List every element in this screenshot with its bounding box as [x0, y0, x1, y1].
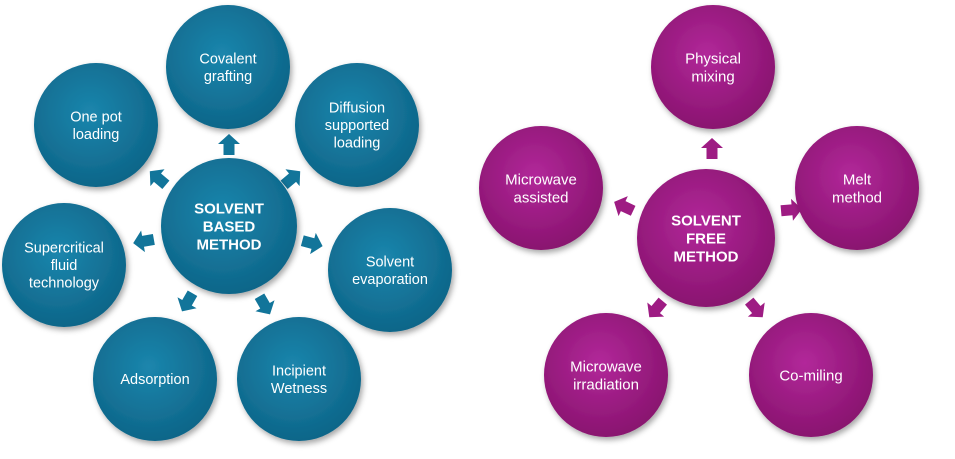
arrow-icon: [745, 297, 765, 318]
arrow-icon: [647, 297, 667, 318]
arrow-icon: [218, 134, 240, 155]
node-label-diffusion-supported-loading-line: loading: [334, 135, 381, 151]
node-label-incipient-wetness-line: Incipient: [272, 363, 326, 379]
arrow-icon: [149, 169, 170, 189]
node-label-melt-method-line: method: [832, 189, 882, 206]
node-label-solvent-evaporation-line: Solvent: [366, 254, 414, 270]
node-label-microwave-irradiation-line: Microwave: [570, 358, 642, 375]
center-circle: [161, 158, 297, 294]
node-circle-melt-method: [795, 126, 919, 250]
node-label-supercritical-fluid-technology-line: technology: [29, 275, 100, 291]
center-label-line: BASED: [203, 218, 256, 235]
node-label-diffusion-supported-loading-line: Diffusion: [329, 101, 385, 117]
node-label-physical-mixing-line: mixing: [691, 68, 734, 85]
node-label-solvent-evaporation: Solvent evaporation: [352, 254, 428, 287]
center-label-line: METHOD: [197, 236, 262, 253]
node-label-covalent-grafting-line: Covalent: [199, 51, 256, 67]
center-label-line: SOLVENT: [194, 200, 264, 217]
arrow-icon: [133, 230, 155, 253]
node-label-one-pot-loading-line: loading: [73, 127, 120, 143]
arrow-icon: [614, 196, 636, 217]
node-label-diffusion-supported-loading-line: supported: [325, 118, 390, 134]
node-circle-microwave-assisted: [479, 126, 603, 250]
node-label-one-pot-loading-line: One pot: [70, 109, 122, 125]
node-circle-incipient-wetness: [237, 317, 361, 441]
center-label-line: METHOD: [674, 248, 739, 265]
arrow-icon: [280, 169, 301, 189]
node-circle-co-miling: [749, 313, 873, 437]
node-label-adsorption-line: Adsorption: [120, 372, 189, 388]
node-label-microwave-irradiation-line: irradiation: [573, 376, 639, 393]
node-label-physical-mixing-line: Physical: [685, 50, 741, 67]
center-circle: [637, 169, 775, 307]
node-label-microwave-assisted-line: Microwave: [505, 171, 577, 188]
node-label-melt-method-line: Melt: [843, 171, 872, 188]
node-label-incipient-wetness-line: Wetness: [271, 381, 327, 397]
node-label-one-pot-loading: One pot loading: [70, 109, 122, 142]
arrow-icon: [254, 293, 275, 315]
node-label-supercritical-fluid-technology-line: fluid: [51, 258, 78, 274]
node-circle-one-pot-loading: [34, 63, 158, 187]
node-label-microwave-assisted-line: assisted: [513, 189, 568, 206]
center-label-line: FREE: [686, 230, 726, 247]
node-circle-physical-mixing: [651, 5, 775, 129]
arrow-icon: [701, 138, 723, 159]
arrow-icon: [780, 198, 802, 221]
node-label-co-miling: Co-miling: [779, 367, 842, 384]
node-label-supercritical-fluid-technology-line: Supercritical: [24, 241, 104, 257]
arrow-icon: [300, 232, 323, 255]
node-label-adsorption: Adsorption: [120, 372, 189, 388]
node-circle-microwave-irradiation: [544, 313, 668, 437]
node-circle-covalent-grafting: [166, 5, 290, 129]
node-circle-supercritical-fluid-technology: [2, 203, 126, 327]
arrow-icon: [177, 290, 198, 312]
node-label-covalent-grafting: Covalent grafting: [199, 51, 256, 84]
node-circle-diffusion-supported-loading: [295, 63, 419, 187]
node-label-co-miling-line: Co-miling: [779, 367, 842, 384]
node-circle-solvent-evaporation: [328, 208, 452, 332]
node-circle-adsorption: [93, 317, 217, 441]
node-label-covalent-grafting-line: grafting: [204, 69, 252, 85]
node-label-solvent-evaporation-line: evaporation: [352, 272, 428, 288]
center-label-line: SOLVENT: [671, 212, 741, 229]
